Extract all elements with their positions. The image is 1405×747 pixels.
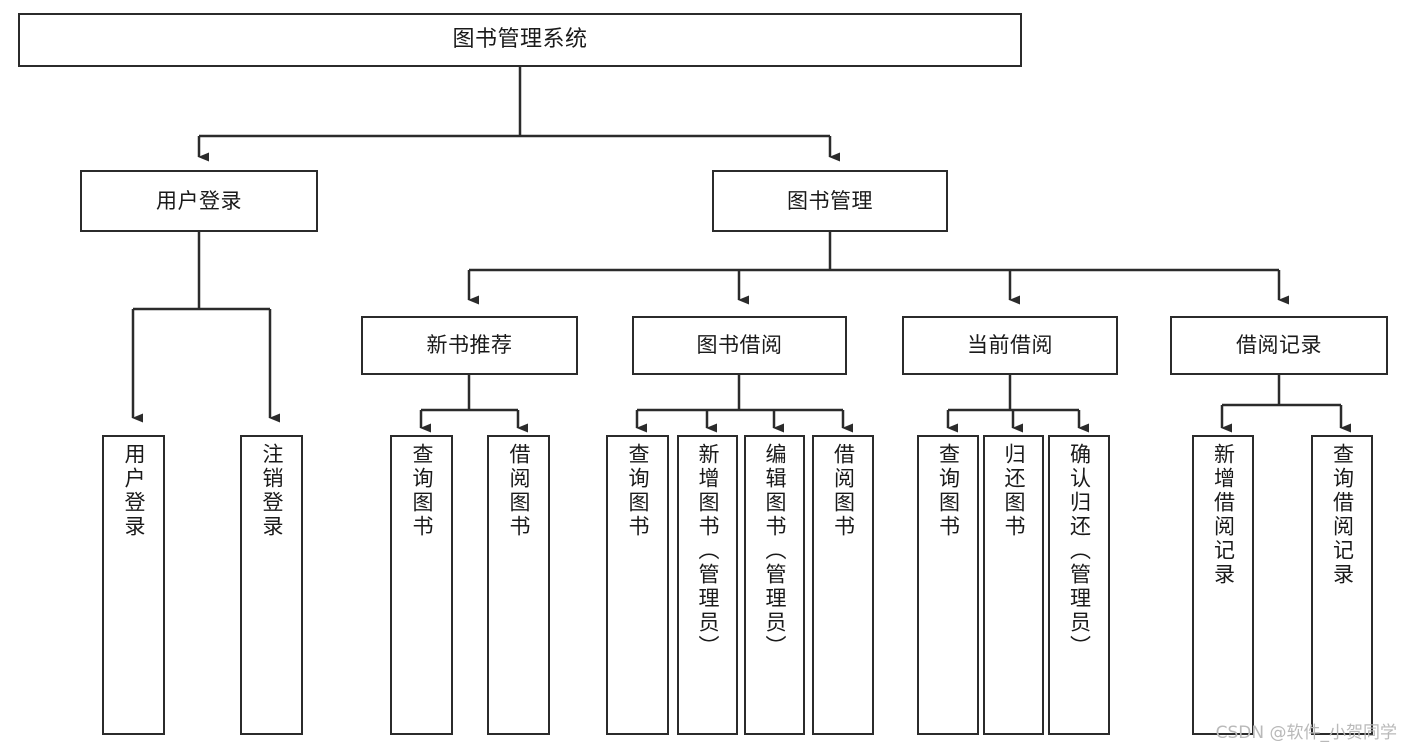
node-new-book-recommend[interactable]: 新书推荐 [361,316,578,375]
node-book-borrow[interactable]: 图书借阅 [632,316,847,375]
leaf-bb-borrow-book-label: 借阅图书 [831,443,856,539]
node-book-borrow-label: 图书借阅 [696,333,783,358]
node-user-login-label: 用户登录 [156,188,242,213]
leaf-cb-query-book[interactable]: 查询图书 [917,435,979,735]
node-root-label: 图书管理系统 [452,27,588,53]
node-book-management-label: 图书管理 [787,188,873,213]
leaf-cb-query-book-label: 查询图书 [936,443,961,539]
leaf-br-add-record-label: 新增借阅记录 [1211,443,1236,587]
node-new-book-recommend-label: 新书推荐 [426,333,513,358]
leaf-new-book-borrow-label: 借阅图书 [507,443,531,539]
leaf-bb-edit-book-label: 编辑图书（管理员） [763,443,787,659]
leaf-bb-add-book-label: 新增图书（管理员） [696,443,720,659]
leaf-cb-confirm-return-label: 确认归还（管理员） [1067,443,1092,659]
leaf-logout[interactable]: 注销登录 [240,435,303,735]
leaf-new-book-query-label: 查询图书 [410,443,434,539]
leaf-cb-return-book-label: 归还图书 [1002,443,1026,539]
leaf-br-query-record[interactable]: 查询借阅记录 [1311,435,1373,735]
leaf-cb-return-book[interactable]: 归还图书 [983,435,1044,735]
leaf-new-book-borrow[interactable]: 借阅图书 [487,435,550,735]
leaf-bb-edit-book[interactable]: 编辑图书（管理员） [744,435,805,735]
leaf-bb-query-book-label: 查询图书 [626,443,650,539]
leaf-bb-add-book[interactable]: 新增图书（管理员） [677,435,738,735]
node-root[interactable]: 图书管理系统 [18,13,1022,67]
leaf-user-login[interactable]: 用户登录 [102,435,165,735]
leaf-br-add-record[interactable]: 新增借阅记录 [1192,435,1254,735]
node-current-borrow[interactable]: 当前借阅 [902,316,1118,375]
node-borrow-record-label: 借阅记录 [1236,333,1322,358]
leaf-user-login-label: 用户登录 [122,443,146,539]
leaf-new-book-query[interactable]: 查询图书 [390,435,453,735]
node-book-management[interactable]: 图书管理 [712,170,948,232]
leaf-cb-confirm-return[interactable]: 确认归还（管理员） [1048,435,1110,735]
node-borrow-record[interactable]: 借阅记录 [1170,316,1388,375]
leaf-logout-label: 注销登录 [260,443,284,539]
leaf-br-query-record-label: 查询借阅记录 [1330,443,1355,587]
node-user-login[interactable]: 用户登录 [80,170,318,232]
leaf-bb-query-book[interactable]: 查询图书 [606,435,669,735]
leaf-bb-borrow-book[interactable]: 借阅图书 [812,435,874,735]
node-current-borrow-label: 当前借阅 [967,333,1053,358]
